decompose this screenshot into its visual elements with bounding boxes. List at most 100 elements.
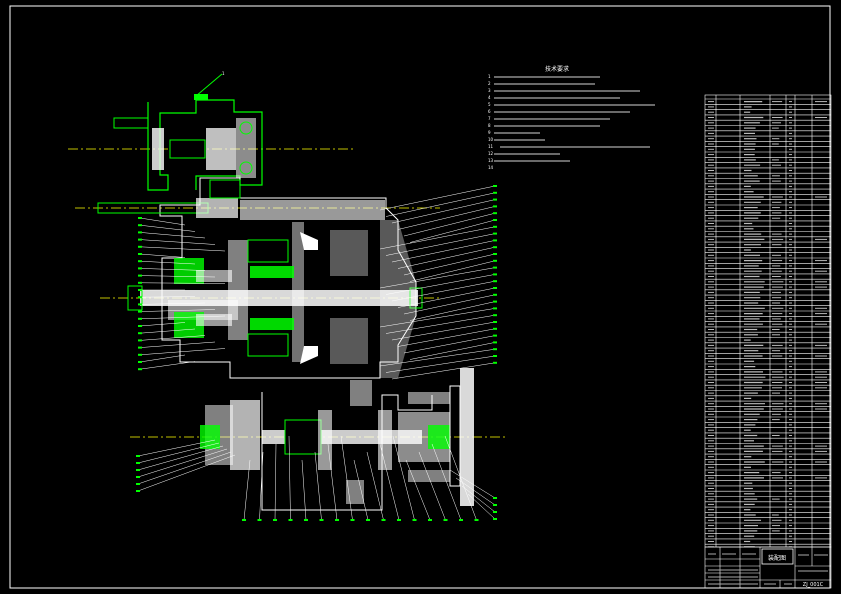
technical-requirements: 技术要求 1 2 3 4 5 6 7 8 9 10 11 12 13 14 <box>488 65 655 170</box>
title-block-name: 装配图 <box>768 554 786 562</box>
tech-line-2: 2 <box>488 81 491 86</box>
leader-line <box>328 444 337 520</box>
part-balloon <box>493 267 497 269</box>
part-balloon <box>136 462 140 464</box>
tech-line-5: 5 <box>488 102 491 107</box>
part-balloon <box>493 307 497 309</box>
tech-line-6: 6 <box>488 109 491 114</box>
part-balloon <box>138 296 142 298</box>
part-balloon <box>475 519 479 521</box>
leader-line <box>410 302 495 321</box>
part-balloon <box>136 455 140 457</box>
part-balloon <box>493 233 497 235</box>
part-balloon <box>138 260 142 262</box>
leader-line <box>392 363 495 379</box>
part-balloon <box>138 332 142 334</box>
part-balloon <box>493 321 497 323</box>
part-balloon <box>138 318 142 320</box>
part-balloon <box>459 519 463 521</box>
leader-line <box>419 452 446 520</box>
part-balloon <box>138 239 142 241</box>
part-balloon <box>138 253 142 255</box>
part-balloon <box>493 511 497 513</box>
part-balloon <box>493 246 497 248</box>
tech-line-10: 10 <box>488 137 494 142</box>
part-balloon <box>493 226 497 228</box>
leader-line <box>140 342 215 348</box>
part-balloon <box>366 519 370 521</box>
part-balloon <box>493 212 497 214</box>
part-balloon <box>493 341 497 343</box>
part-balloon <box>493 294 497 296</box>
outer-frame <box>10 6 830 588</box>
tech-requirements-title: 技术要求 <box>545 65 569 73</box>
part-balloon <box>138 289 142 291</box>
part-balloon <box>138 368 142 370</box>
leader-line <box>398 329 495 347</box>
parts-list-entries <box>708 102 827 547</box>
part-balloon <box>382 519 386 521</box>
leader-line <box>386 193 495 217</box>
drawing-number: ZJ_001C <box>803 582 824 588</box>
tech-line-13: 13 <box>488 158 494 163</box>
leader-line <box>140 218 185 225</box>
part-balloon <box>397 519 401 521</box>
leader-line <box>392 200 495 223</box>
tech-line-14: 14 <box>488 165 494 170</box>
leader-line <box>275 444 276 520</box>
part-balloon <box>138 267 142 269</box>
tech-line-8: 8 <box>488 123 491 128</box>
part-balloon <box>138 217 142 219</box>
part-balloon <box>493 219 497 221</box>
part-balloon <box>493 301 497 303</box>
part-balloon <box>493 287 497 289</box>
parts-list-table <box>705 95 831 547</box>
part-balloon <box>493 280 497 282</box>
leader-line <box>406 460 430 520</box>
part-balloon <box>493 273 497 275</box>
part-balloon <box>273 519 277 521</box>
part-balloon <box>493 328 497 330</box>
part-balloon <box>138 282 142 284</box>
part-balloon <box>138 339 142 341</box>
leader-line <box>404 336 495 353</box>
part-balloon <box>136 490 140 492</box>
part-balloon <box>136 483 140 485</box>
part-balloon <box>138 347 142 349</box>
leader-line <box>140 225 195 231</box>
leader-line <box>140 240 215 245</box>
part-balloon <box>351 519 355 521</box>
tech-line-4: 4 <box>488 95 491 100</box>
tech-line-3: 3 <box>488 88 491 93</box>
part-balloon <box>138 303 142 305</box>
part-balloon <box>493 518 497 520</box>
tech-line-1: 1 <box>488 74 491 79</box>
leader-line <box>140 283 225 284</box>
leader-line <box>302 460 306 520</box>
main-gearbox-housing <box>98 178 422 378</box>
part-balloon <box>493 314 497 316</box>
part-balloon <box>242 519 246 521</box>
part-balloon <box>493 185 497 187</box>
part-balloon <box>493 348 497 350</box>
leader-line <box>140 362 195 370</box>
tech-requirement-lines: 1 2 3 4 5 6 7 8 9 10 11 12 13 14 <box>488 74 494 170</box>
part-balloon <box>493 362 497 364</box>
leader-line <box>140 349 225 355</box>
leader-line <box>468 494 495 519</box>
part-balloon <box>320 519 324 521</box>
svg-text:1: 1 <box>222 71 225 76</box>
leader-line <box>140 254 185 258</box>
part-balloon <box>136 469 140 471</box>
part-balloon <box>493 497 497 499</box>
tech-line-9: 9 <box>488 130 491 135</box>
part-balloon <box>289 519 293 521</box>
part-balloon <box>258 519 262 521</box>
part-balloon <box>493 239 497 241</box>
part-balloon <box>138 231 142 233</box>
leader-line <box>380 186 495 210</box>
top-shaft-assembly: 1 <box>114 71 262 190</box>
leader-line <box>398 206 495 229</box>
part-balloon <box>138 325 142 327</box>
